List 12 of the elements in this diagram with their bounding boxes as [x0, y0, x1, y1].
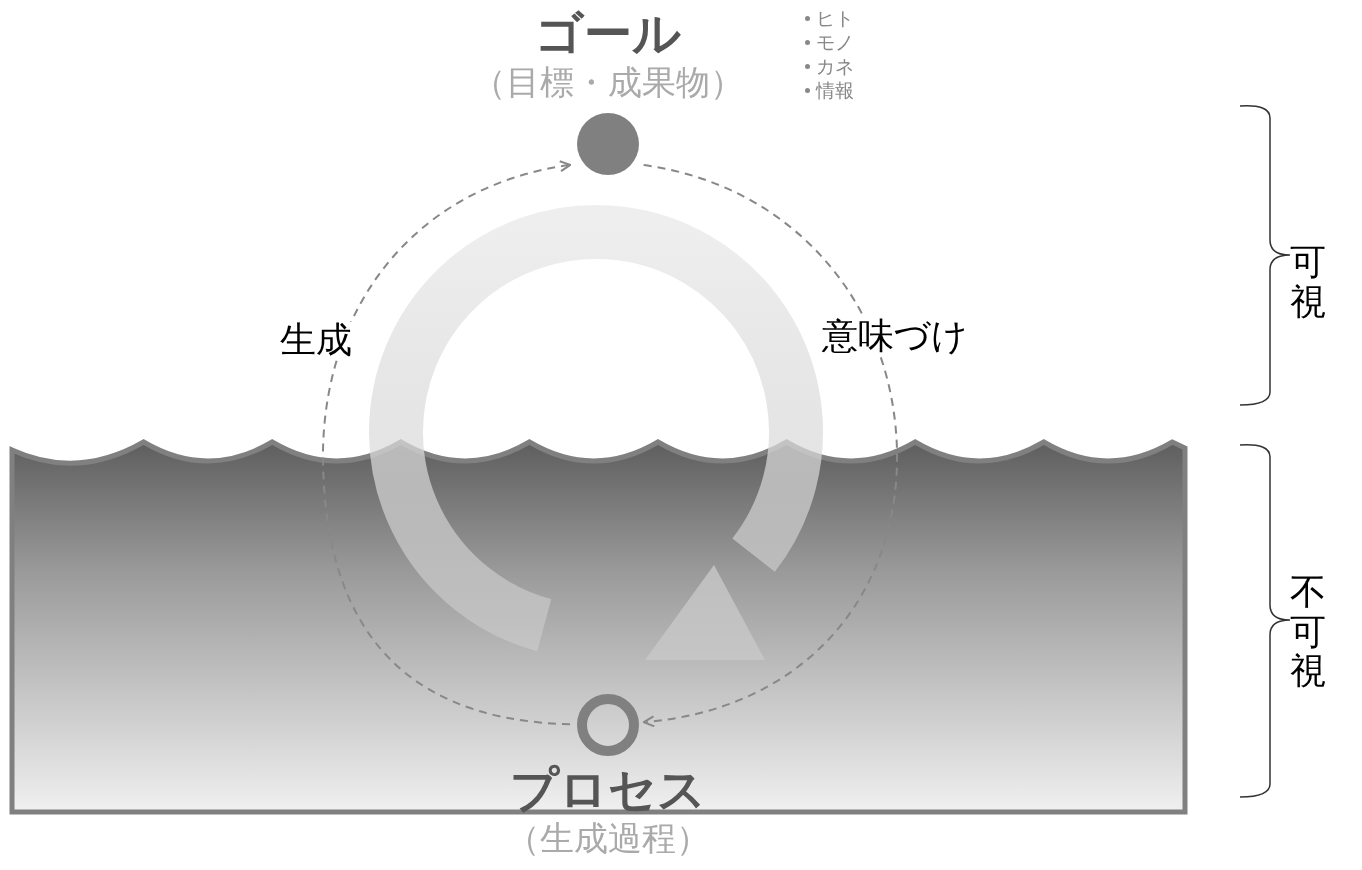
node-subtitle: （生成過程）: [505, 817, 710, 860]
list-item: モノ: [816, 30, 854, 54]
side-label: 可視: [1290, 242, 1326, 322]
list-item: 情報: [816, 78, 854, 102]
node-subtitle: （目標・成果物）: [471, 61, 744, 104]
dashed-arrow: [322, 160, 572, 726]
list-item: ヒト: [816, 6, 854, 30]
node-title: ゴール: [534, 6, 681, 60]
list-item: カネ: [816, 54, 854, 78]
side-label: 不可視: [1290, 572, 1326, 691]
dashed-arrow: [642, 164, 898, 727]
node-title: プロセス: [509, 762, 706, 816]
